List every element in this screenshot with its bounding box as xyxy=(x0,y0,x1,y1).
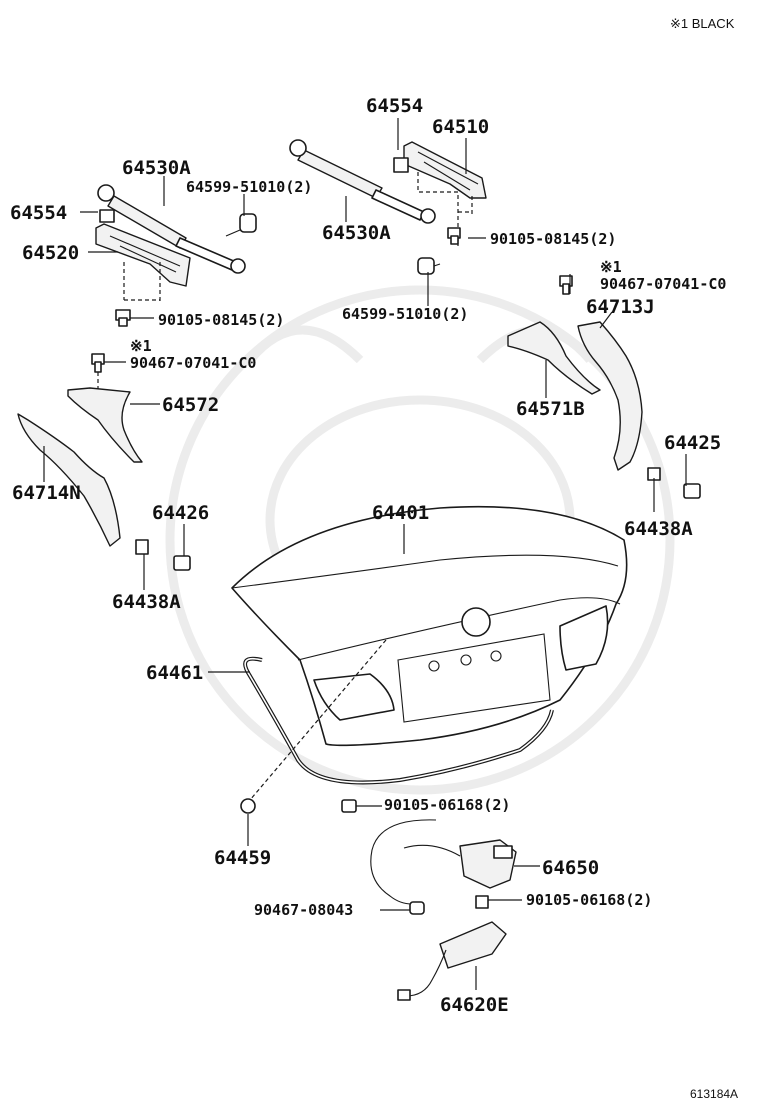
illustration-reference: 613184A xyxy=(690,1087,738,1101)
hinge-cover-64713j xyxy=(577,321,643,471)
gas-strut-right xyxy=(289,139,436,224)
label-64554-top: 64554 xyxy=(366,95,423,117)
trunk-lid-panel xyxy=(231,505,628,747)
hinge-cover-64571b xyxy=(507,321,601,395)
hinge-cover-64572 xyxy=(67,387,143,463)
label-64510: 64510 xyxy=(432,116,489,138)
bolt-90105-08145-left xyxy=(115,309,131,327)
label-64425: 64425 xyxy=(664,432,721,454)
clip-90467-left xyxy=(91,353,105,373)
lock-assembly-64650 xyxy=(459,839,517,889)
label-90467-08043: 90467-08043 xyxy=(254,901,353,919)
mark-1-right: ※1 xyxy=(600,258,622,276)
weatherstrip-seal xyxy=(243,656,554,785)
label-90467-07041-c0-left: 90467-07041-C0 xyxy=(130,354,256,372)
clip-64438a-left xyxy=(135,539,149,555)
clip-90467-right xyxy=(559,275,573,295)
label-90105-06168-bottom: 90105-06168(2) xyxy=(526,891,652,909)
mark-1-left: ※1 xyxy=(130,337,152,355)
label-64401: 64401 xyxy=(372,502,429,524)
lock-cable xyxy=(370,819,461,905)
label-64459: 64459 xyxy=(214,847,271,869)
bolt-90105-06168-top xyxy=(341,799,357,813)
label-64426: 64426 xyxy=(152,502,209,524)
bolt-90105-08145-right xyxy=(447,227,461,245)
label-64714n: 64714N xyxy=(12,482,81,504)
switch-64620e xyxy=(397,921,507,1001)
bumper-64459 xyxy=(240,798,256,814)
hinge-right xyxy=(393,141,487,199)
bolt-90105-06168-bottom xyxy=(475,895,489,909)
pad-64425 xyxy=(683,483,701,499)
label-64650: 64650 xyxy=(542,857,599,879)
label-90105-08145-left: 90105-08145(2) xyxy=(158,311,284,329)
label-64520: 64520 xyxy=(22,242,79,264)
hinge-cover-64714n xyxy=(17,413,121,547)
leader-lines xyxy=(43,118,687,990)
gas-strut-left xyxy=(97,184,246,274)
label-64530a-left: 64530A xyxy=(122,157,191,179)
pad-64426 xyxy=(173,555,191,571)
label-90467-07041-c0-right: 90467-07041-C0 xyxy=(600,275,726,293)
label-64461: 64461 xyxy=(146,662,203,684)
label-64620e: 64620E xyxy=(440,994,509,1016)
label-90105-06168-top: 90105-06168(2) xyxy=(384,796,510,814)
label-64713j: 64713J xyxy=(586,296,655,318)
dash-guide-left-hinge xyxy=(123,262,161,302)
label-64530a-right: 64530A xyxy=(322,222,391,244)
dash-guide-right-hinge xyxy=(417,172,473,246)
ball-stud-64599-right xyxy=(417,257,441,275)
label-64554-left: 64554 xyxy=(10,202,67,224)
legend-note: ※1 BLACK xyxy=(670,16,735,31)
label-64599-left: 64599-51010(2) xyxy=(186,178,312,196)
label-64571b: 64571B xyxy=(516,398,585,420)
ball-stud-64599-left xyxy=(225,213,257,237)
label-64438a-left: 64438A xyxy=(112,591,181,613)
label-90105-08145-right: 90105-08145(2) xyxy=(490,230,616,248)
hinge-left xyxy=(95,209,191,287)
label-64438a-right: 64438A xyxy=(624,518,693,540)
label-64572: 64572 xyxy=(162,394,219,416)
label-64599-right: 64599-51010(2) xyxy=(342,305,468,323)
clamp-90467-08043 xyxy=(409,901,425,915)
